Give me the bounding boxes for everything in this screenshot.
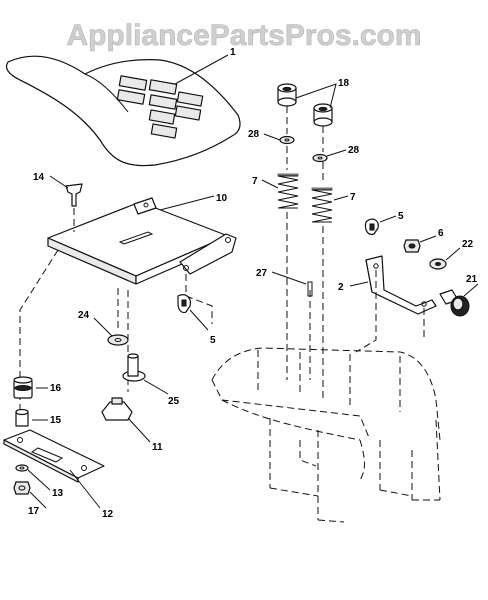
callout-24: 24 bbox=[78, 310, 90, 321]
part-rod bbox=[307, 281, 313, 297]
callout-15: 15 bbox=[50, 415, 62, 426]
callout-21: 21 bbox=[466, 274, 478, 285]
callout-10: 10 bbox=[216, 193, 228, 204]
part-washer-24 bbox=[107, 334, 129, 346]
callout-28-right: 28 bbox=[348, 145, 360, 156]
callout-5-left: 5 bbox=[210, 335, 216, 346]
callout-12: 12 bbox=[102, 509, 114, 520]
part-seat bbox=[5, 55, 241, 167]
part-wing-knob bbox=[101, 397, 133, 421]
part-frame-ghost bbox=[211, 347, 441, 523]
callout-16: 16 bbox=[50, 383, 62, 394]
callout-7-right: 7 bbox=[350, 192, 356, 203]
part-knob bbox=[65, 183, 83, 207]
part-shoulder-bolt bbox=[122, 353, 146, 382]
part-slide-plate bbox=[3, 429, 105, 483]
callout-22: 22 bbox=[462, 239, 474, 250]
callout-14: 14 bbox=[33, 172, 45, 183]
part-spacer bbox=[15, 408, 29, 427]
callout-5-right: 5 bbox=[398, 211, 404, 222]
callout-17: 17 bbox=[28, 506, 40, 517]
part-nut-6 bbox=[403, 239, 421, 253]
callout-18: 18 bbox=[338, 78, 350, 89]
callout-7-left: 7 bbox=[252, 176, 258, 187]
part-seat-pan bbox=[47, 197, 237, 285]
part-spring-right bbox=[311, 187, 333, 223]
part-spring-left bbox=[277, 173, 299, 209]
part-bumper bbox=[13, 376, 33, 399]
part-washer-13 bbox=[15, 464, 29, 472]
callout-2: 2 bbox=[338, 282, 344, 293]
callout-1: 1 bbox=[230, 47, 236, 58]
part-bumper-18-left bbox=[277, 83, 297, 107]
part-clip-left bbox=[177, 294, 191, 314]
part-bumper-18-right bbox=[313, 103, 333, 127]
watermark-text: AppliancePartsPros.com bbox=[66, 19, 421, 52]
part-washer-22 bbox=[429, 258, 447, 270]
part-nut bbox=[13, 481, 31, 495]
callout-25: 25 bbox=[168, 396, 180, 407]
callout-13: 13 bbox=[52, 488, 64, 499]
part-washer-28-right bbox=[312, 153, 328, 163]
part-knob-21 bbox=[439, 289, 470, 317]
callout-27: 27 bbox=[256, 268, 268, 279]
callout-28-left: 28 bbox=[248, 129, 260, 140]
part-washer-28-left bbox=[279, 135, 295, 145]
callout-11: 11 bbox=[152, 442, 163, 453]
part-bracket bbox=[365, 255, 437, 315]
part-clip-right bbox=[364, 218, 379, 235]
callout-6: 6 bbox=[438, 228, 444, 239]
